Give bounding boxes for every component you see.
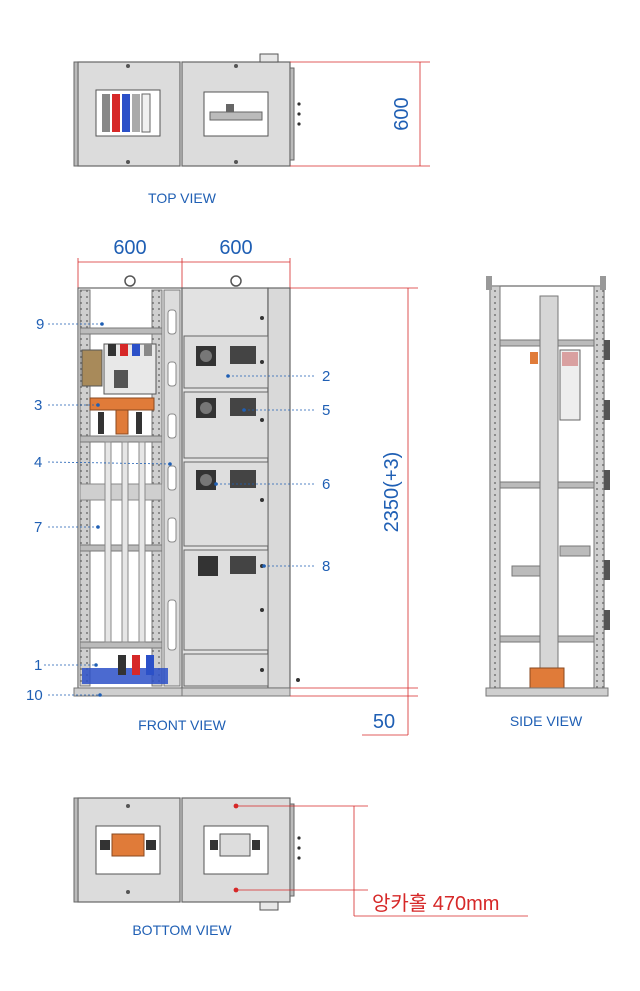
front-view: 600 600 [26,237,418,736]
anchor-hole-dimension: 앙카홀 470mm [372,892,499,915]
height-dimension: 2350(+3) [381,452,403,533]
callout-2: 2 [322,368,330,385]
top-view: 600 TOP VIEW [73,53,430,206]
side-view-title: SIDE VIEW [510,713,583,729]
top-depth-dimension: 600 [391,97,413,130]
callout-5: 5 [322,402,330,419]
bottom-view-title: BOTTOM VIEW [132,922,232,938]
width-right-dimension: 600 [219,237,252,259]
base-dimension: 50 [373,711,395,733]
callout-9: 9 [36,316,44,333]
callout-7: 7 [34,519,42,536]
callout-8: 8 [322,558,330,575]
side-view: SIDE VIEW [485,276,610,729]
callout-10: 10 [26,687,43,704]
bottom-view: 앙카홀 470mm BOTTOM VIEW [73,797,528,938]
width-left-dimension: 600 [113,237,146,259]
front-view-title: FRONT VIEW [138,717,226,733]
callout-1: 1 [34,657,42,674]
callout-4: 4 [34,454,42,471]
callout-3: 3 [34,397,42,414]
top-view-title: TOP VIEW [148,190,217,206]
callout-6: 6 [322,476,330,493]
